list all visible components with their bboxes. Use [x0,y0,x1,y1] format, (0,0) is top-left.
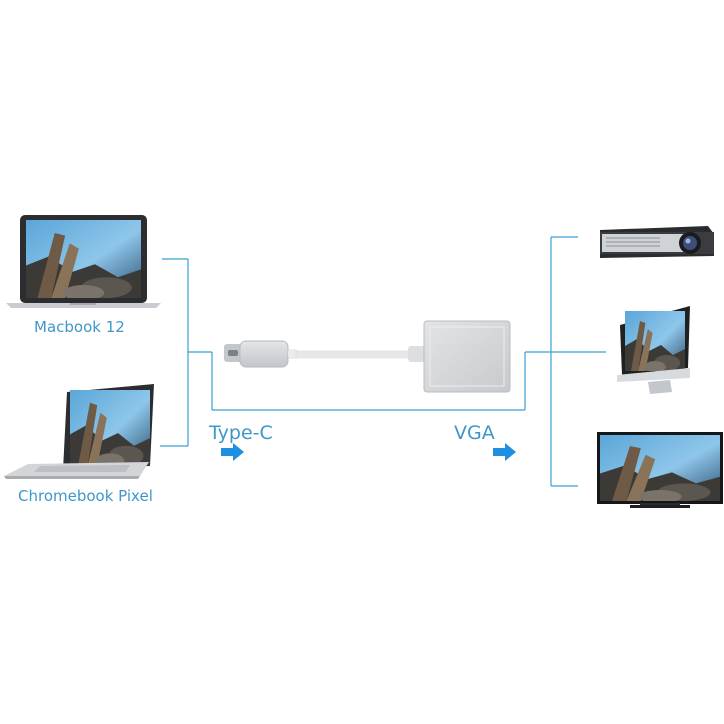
arrow-right-icon [221,443,244,461]
usb-c-plug-icon [224,340,298,368]
right-connector-lines [525,236,606,487]
arrow-right-icon [493,443,516,461]
macbook-label: Macbook 12 [34,318,125,336]
monitor-icon [617,306,690,394]
chromebook-label: Chromebook Pixel [18,487,153,505]
left-connector-lines [160,258,526,447]
vga-label: VGA [454,422,495,444]
laptop-icon [6,215,161,308]
tv-icon [597,432,723,508]
projector-icon [600,226,714,258]
type-c-label: Type-C [209,422,273,444]
cable [295,350,411,359]
laptop-icon [4,384,154,479]
vga-adapter-box-icon [408,320,511,393]
